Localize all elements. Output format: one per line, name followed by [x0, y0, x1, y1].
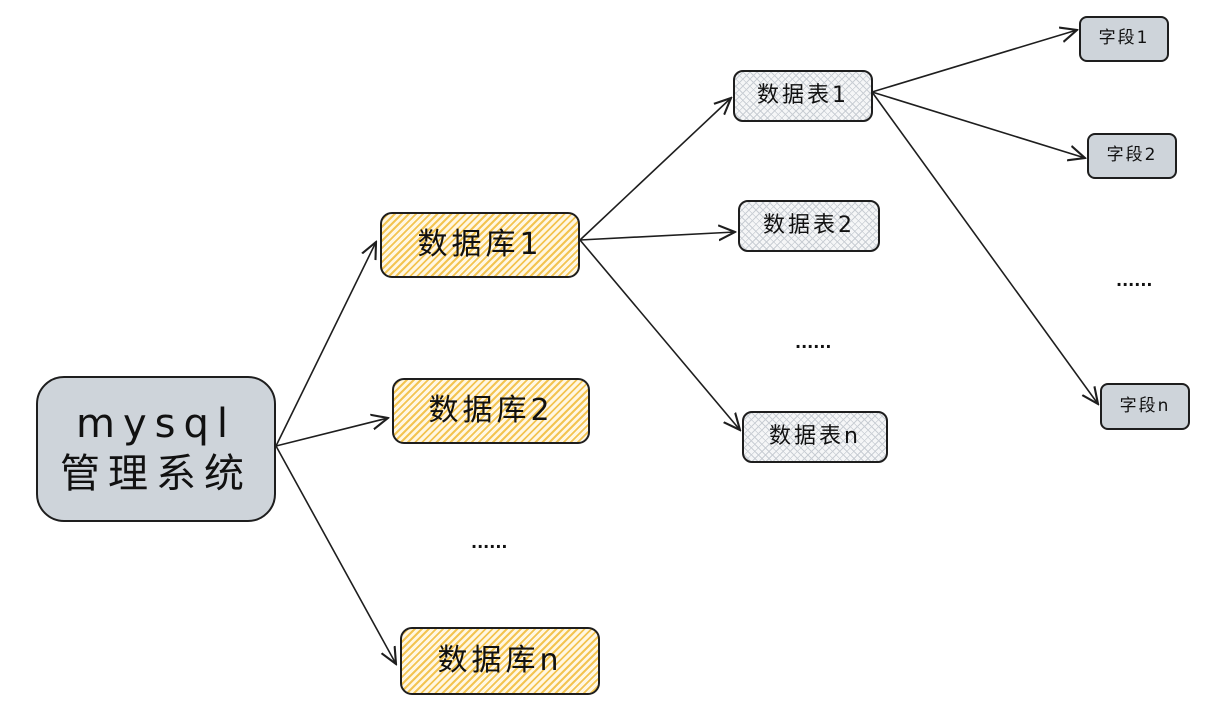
arrow-root-to-db2	[275, 418, 388, 447]
database-2-label: 数据库2	[428, 393, 554, 429]
table-n-label: 数据表n	[769, 424, 861, 450]
field-2-label: 字段2	[1106, 145, 1158, 166]
field-n-node: 字段n	[1100, 383, 1190, 430]
mysql-management-system-label: mysql 管理系统	[60, 401, 252, 497]
arrow-db1-to-table2	[579, 232, 735, 240]
database-2-node: 数据库2	[392, 378, 590, 444]
field-1-label: 字段1	[1098, 28, 1150, 49]
arrow-root-to-dbn	[275, 445, 396, 664]
database-n-label: 数据库n	[437, 643, 563, 679]
field-1-node: 字段1	[1079, 16, 1169, 62]
fields-ellipsis: ......	[1116, 271, 1153, 290]
databases-ellipsis: ......	[471, 533, 508, 552]
field-n-label: 字段n	[1119, 395, 1171, 416]
field-2-node: 字段2	[1087, 133, 1177, 179]
arrow-table1-to-fieldn	[871, 91, 1098, 404]
arrow-db1-to-tablen	[579, 239, 740, 430]
arrow-table1-to-field1	[871, 30, 1077, 93]
database-n-node: 数据库n	[400, 627, 600, 695]
arrow-table1-to-field2	[871, 91, 1085, 158]
arrow-db1-to-table1	[579, 98, 731, 241]
tables-ellipsis: ......	[795, 333, 832, 352]
database-1-node: 数据库1	[380, 212, 580, 278]
table-1-node: 数据表1	[733, 70, 873, 122]
table-2-label: 数据表2	[763, 213, 855, 239]
table-2-node: 数据表2	[738, 200, 880, 252]
arrow-root-to-db1	[275, 242, 376, 447]
table-n-node: 数据表n	[742, 411, 888, 463]
database-1-label: 数据库1	[417, 227, 543, 263]
table-1-label: 数据表1	[757, 83, 849, 109]
mysql-management-system-node: mysql 管理系统	[36, 376, 276, 522]
